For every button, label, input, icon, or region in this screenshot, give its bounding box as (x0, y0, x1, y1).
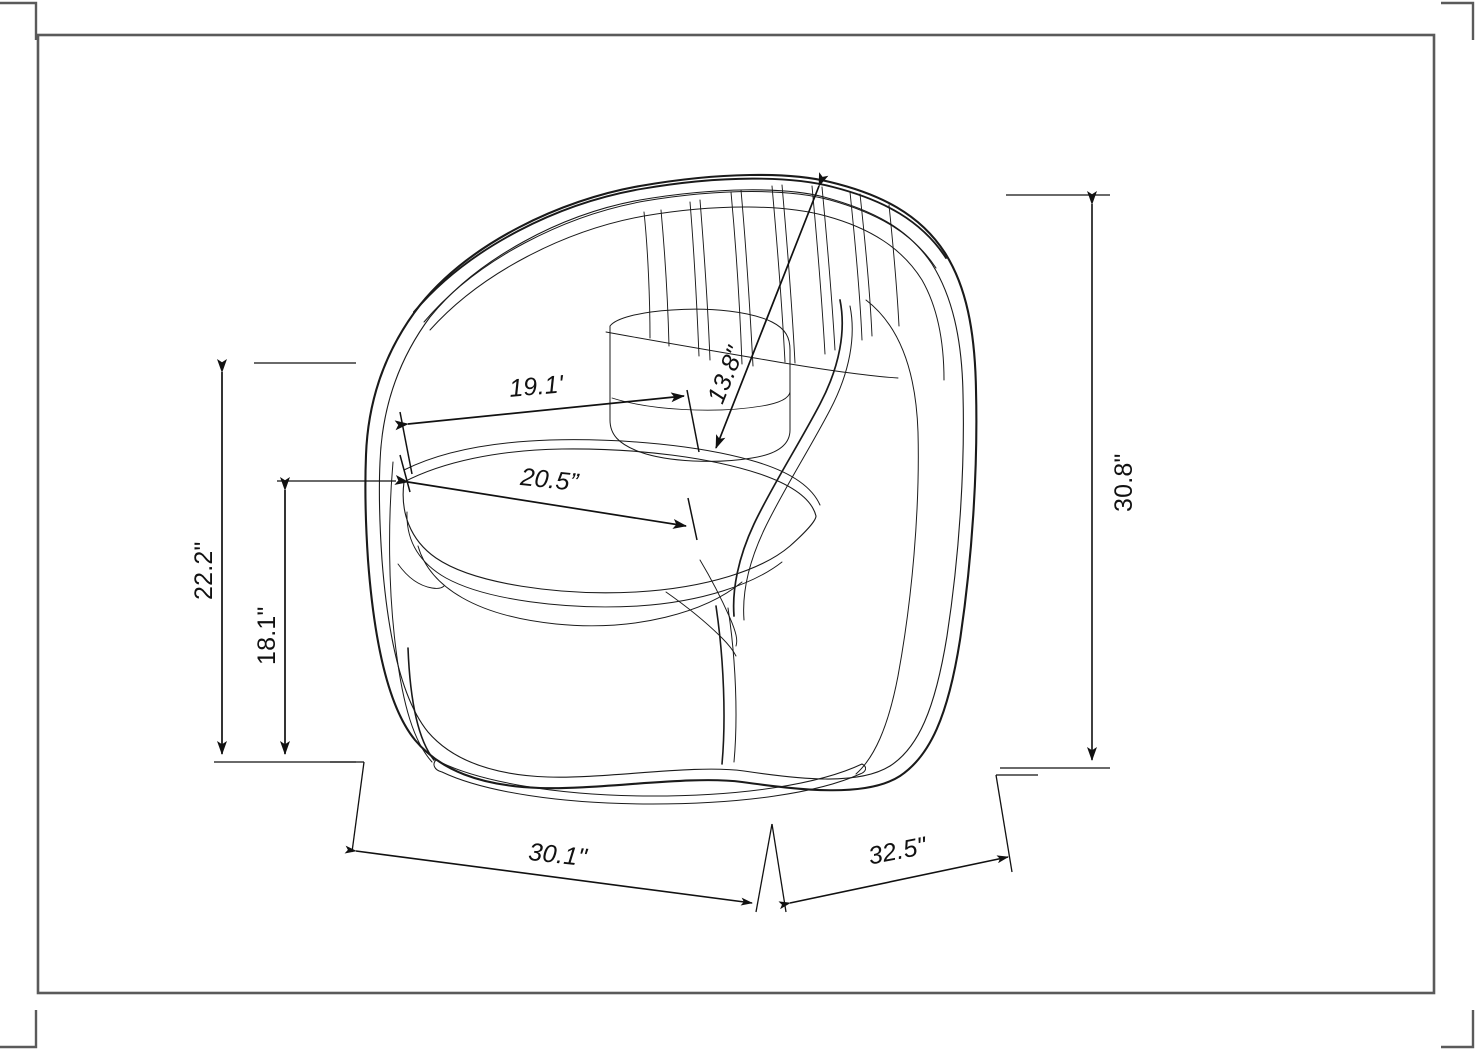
dim-line-seat-depth (394, 392, 685, 431)
dim-label-seat-height: 18.1" (253, 606, 281, 665)
chair-outer-shell (364, 173, 978, 792)
chair-left-outer-edge (389, 461, 433, 763)
chair-back-rim (413, 177, 947, 313)
chair-seat-cushion-skirt (406, 511, 783, 608)
dim-overall-depth (771, 774, 1038, 913)
inner-drawing-border (36, 33, 1436, 995)
ext-line-width-right (687, 497, 698, 541)
dim-label-seat-width: 20.5” (519, 463, 580, 497)
chair-seat-cushion-top (403, 448, 817, 517)
chair-right-arm-fold (699, 559, 738, 647)
chair-swivel-base-bottom (441, 771, 861, 805)
ext-line-width-br-leader (755, 823, 773, 913)
dim-seat-width (394, 454, 698, 541)
dim-seat-depth (394, 389, 700, 475)
chair-seat-under-curve (417, 545, 743, 627)
ext-line-depth-bl-leader (771, 823, 787, 913)
dim-label-overall-width: 30.1" (527, 838, 589, 872)
dim-seat-height (277, 477, 396, 755)
chair-seat-opening (403, 439, 821, 506)
chair-shell-inner-line (378, 189, 964, 780)
chair-swivel-base-left-end (433, 759, 443, 773)
dim-label-seat-depth: 19.1' (508, 370, 565, 403)
chair-seat-cushion-front (402, 481, 817, 594)
ext-line-depth-right (686, 389, 700, 453)
chair-right-outer-panel (855, 299, 919, 775)
dim-line-overall-width (344, 845, 753, 906)
chair-swivel-base-right-end (859, 763, 867, 775)
chair-right-arm-sweep-inner (743, 305, 853, 621)
ext-line-width-left (399, 454, 411, 493)
dim-line-overall-depth (778, 855, 1009, 910)
chair-swivel-base-top (435, 759, 863, 797)
chair-back-pillow (609, 308, 791, 462)
chair-left-arm-notch (397, 563, 445, 589)
dim-label-overall-height: 30.8" (1110, 453, 1138, 512)
chair-right-arm-sweep (732, 299, 844, 617)
chair-channel-tufting (643, 184, 900, 367)
ext-line-depth-br-leader (995, 774, 1013, 873)
chair-base-right-join (715, 605, 725, 765)
dim-line-backrest-height (715, 172, 829, 449)
dim-backrest-height (715, 172, 829, 449)
dim-overall-width (330, 761, 773, 913)
dim-line-seat-width (394, 475, 687, 529)
dim-label-arm-height: 22.2" (190, 541, 218, 600)
chair-base-right-join-inner (727, 607, 737, 763)
ext-line-width-bl-leader (351, 761, 365, 853)
chair-base-left-join (407, 647, 435, 761)
dim-overall-height (1000, 191, 1110, 769)
ext-line-depth-left (399, 411, 413, 475)
